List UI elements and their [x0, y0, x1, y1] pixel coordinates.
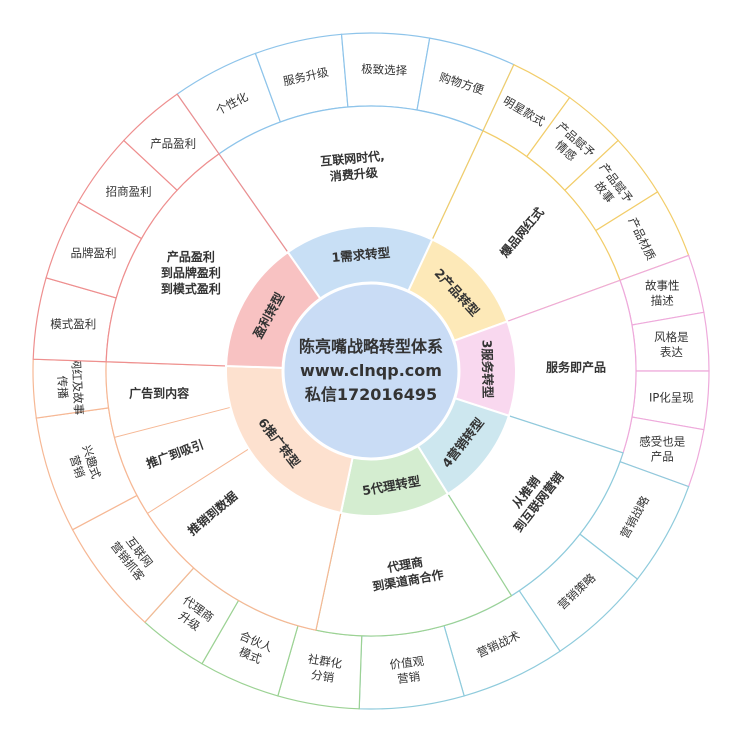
middle-sector-text: 互联网时代,消费升级 — [320, 148, 387, 185]
middle-row-text: 广告到内容 — [129, 385, 189, 400]
outer-cell-text: 社群化分销 — [305, 652, 344, 686]
middle-sector-text: 服务即产品 — [546, 359, 606, 374]
middle-row-text-line: 广告到内容 — [129, 385, 189, 400]
middle-sector-text-line: 代理商 — [385, 554, 424, 575]
outer-cell-text: 感受也是产品 — [639, 435, 685, 464]
outer-cell-text: 极致选择 — [361, 62, 408, 78]
outer-cell-text-line: 产品 — [651, 450, 674, 464]
outer-cell-text: 故事性描述 — [645, 278, 680, 307]
outer-cell-text-line: 描述 — [651, 293, 674, 307]
middle-sector-text-line: 互联网时代, — [320, 148, 386, 169]
outer-cell-text-line: 故事性 — [645, 278, 680, 292]
outer-cell-text-line: 产品盈利 — [150, 136, 196, 150]
middle-row-divider — [147, 448, 249, 514]
center-circle — [281, 281, 461, 461]
outer-cell-text-line: IP化呈现 — [649, 390, 694, 404]
outer-cell-text-line: 风格是 — [654, 330, 689, 344]
outer-cell-text: IP化呈现 — [649, 390, 694, 404]
inner-sector-label: 1需求转型 — [331, 245, 391, 265]
outer-cell-text-line: 品牌盈利 — [70, 246, 116, 260]
outer-cell-text: 招商盈利 — [106, 185, 152, 199]
inner-sector-label: 3服务转型 — [479, 339, 495, 398]
outer-cell-text: 模式盈利 — [50, 317, 96, 331]
middle-sector-text-line: 服务即产品 — [546, 359, 606, 374]
outer-cell-text: 风格是表达 — [654, 330, 689, 359]
center-contact: 私信172016495 — [305, 385, 437, 404]
outer-cell-text-line: 极致选择 — [361, 62, 408, 78]
outer-cell-text-line: 表达 — [660, 345, 683, 359]
middle-sector-text-line: 消费升级 — [329, 165, 378, 184]
center-hub: 陈亮嘴战略转型体系 www.clnqp.com 私信172016495 — [281, 281, 461, 461]
outer-cell-text-line: 营销 — [67, 453, 87, 479]
outer-cell-text-line: 传播 — [55, 375, 70, 399]
outer-cell-text-line: 分销 — [310, 667, 335, 684]
middle-ring: 互联网时代,消费升级爆品网红式服务即产品从推销到互联网营销代理商到渠道商合作推销… — [105, 105, 637, 637]
outer-cell-text: 网红及故事传播 — [54, 357, 86, 416]
middle-sector-text-line: 到品牌盈利 — [161, 265, 221, 280]
outer-cell-text: 品牌盈利 — [70, 246, 116, 260]
middle-sector-text-line: 到模式盈利 — [161, 281, 221, 296]
outer-cell-text-line: 模式盈利 — [50, 317, 96, 331]
outer-cell-text-line: 营销 — [396, 669, 421, 686]
outer-cell-text-line: 感受也是 — [639, 435, 685, 449]
center-website: www.clnqp.com — [300, 361, 442, 380]
outer-cell-text-line: 社群化 — [307, 652, 344, 671]
outer-cell-text-line: 招商盈利 — [106, 185, 152, 199]
center-title: 陈亮嘴战略转型体系 — [299, 337, 443, 356]
outer-cell-text: 产品盈利 — [150, 136, 196, 150]
outer-ring: 个性化服务升级极致选择购物方便明星款式产品赋予情感产品赋予故事产品材质故事性描述… — [32, 32, 710, 710]
outer-cell-text: 价值观营销 — [389, 654, 427, 687]
middle-row-divider — [114, 406, 231, 438]
middle-sector-text-line: 产品盈利 — [167, 249, 215, 264]
outer-cell-text-line: 价值观 — [389, 654, 425, 672]
middle-sector-text: 产品盈利到品牌盈利到模式盈利 — [161, 249, 221, 296]
outer-cell-text-line: 网红及故事 — [69, 357, 86, 415]
